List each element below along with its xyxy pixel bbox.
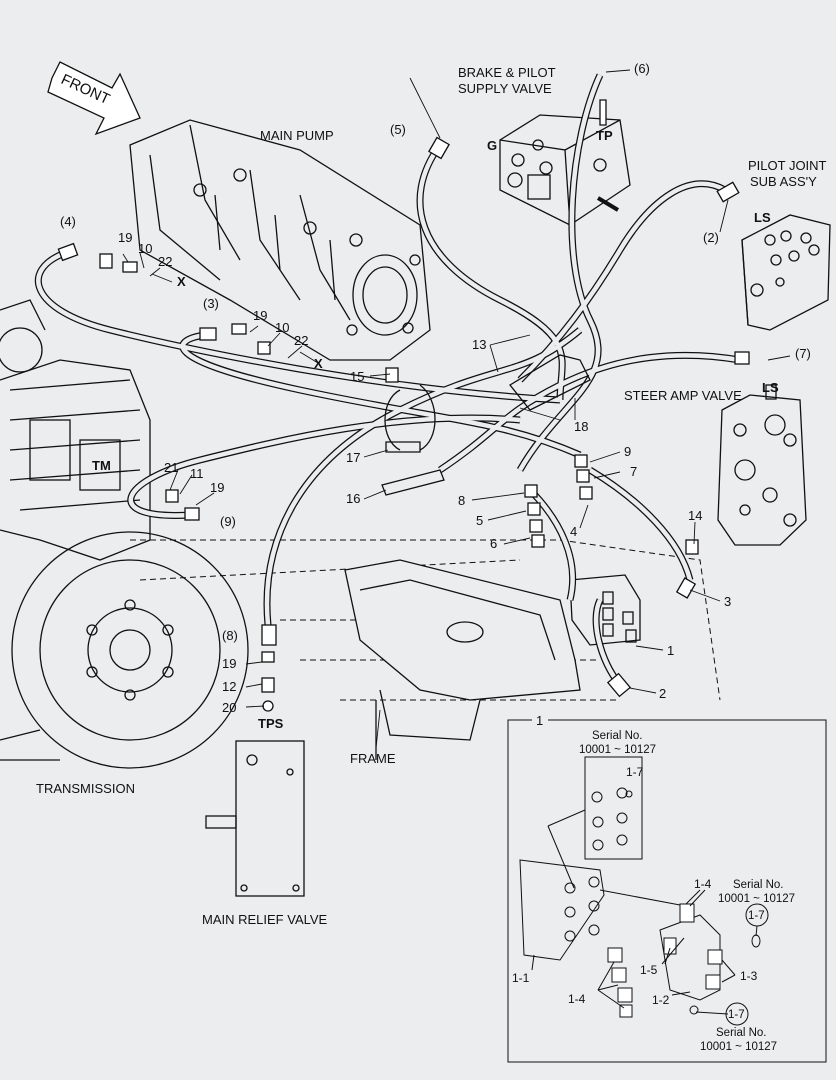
front-arrow — [47, 61, 141, 136]
item-18: 18 — [574, 419, 588, 434]
item-1: 1 — [667, 643, 674, 658]
callout-3: (3) — [203, 296, 219, 311]
inset-number: 1 — [536, 713, 543, 728]
port-tp-label: TP — [596, 128, 613, 143]
item-19d: 19 — [222, 656, 236, 671]
callout-8: (8) — [222, 628, 238, 643]
item-22a: 22 — [158, 254, 172, 269]
inset-serial-range-b: 10001 ~ 10127 — [718, 893, 795, 905]
item-10a: 10 — [138, 241, 152, 256]
port-tm-label: TM — [92, 458, 111, 473]
inset-label-1-1: 1-1 — [512, 971, 530, 985]
main-pump-label: MAIN PUMP — [260, 128, 334, 143]
inset-label-1-7c: 1-7 — [728, 1009, 745, 1021]
item-8: 8 — [458, 493, 465, 508]
inset-serial-label-b: Serial No. — [733, 879, 784, 891]
item-5: 5 — [476, 513, 483, 528]
manifold-block — [569, 574, 641, 646]
callout-7: (7) — [795, 346, 811, 361]
item-16: 16 — [346, 491, 360, 506]
inset-serial-label-c: Serial No. — [716, 1027, 767, 1039]
port-g-label: G — [487, 138, 497, 153]
steer-amp-valve — [717, 384, 807, 546]
callout-6: (6) — [634, 61, 650, 76]
inset-serial-label-a: Serial No. — [592, 730, 643, 742]
frame-label: FRAME — [350, 751, 396, 766]
inset-label-1-2: 1-2 — [652, 993, 670, 1007]
item-22b: 22 — [294, 333, 308, 348]
steer-amp-label: STEER AMP VALVE — [624, 388, 742, 403]
item-12: 12 — [222, 679, 236, 694]
pilot-joint-label-line2: SUB ASS'Y — [750, 174, 817, 189]
item-11: 11 — [190, 466, 204, 481]
item-10b: 10 — [275, 320, 289, 335]
fittings — [57, 136, 750, 712]
frame-block — [344, 559, 581, 760]
inset-label-1-3: 1-3 — [740, 969, 758, 983]
detail-inset — [507, 719, 827, 1063]
leader-lines — [122, 69, 791, 749]
inset-label-1-5: 1-5 — [640, 963, 658, 977]
item-15: 15 — [350, 369, 364, 384]
item-7: 7 — [630, 464, 637, 479]
item-21: 21 — [164, 460, 178, 475]
brake-pilot-supply-valve — [499, 99, 631, 226]
port-ls-steer-label: LS — [762, 380, 779, 395]
main-relief-label: MAIN RELIEF VALVE — [202, 912, 328, 927]
inset-label-1-7a: 1-7 — [626, 765, 644, 779]
inset-label-1-4b: 1-4 — [568, 992, 586, 1006]
inset-label-1-7b: 1-7 — [748, 910, 765, 922]
item-4: 4 — [570, 524, 577, 539]
item-17: 17 — [346, 450, 360, 465]
callout-4: (4) — [60, 214, 76, 229]
callout-2: (2) — [703, 230, 719, 245]
transmission-body — [0, 299, 249, 769]
port-x1-label: X — [177, 274, 186, 289]
item-2: 2 — [659, 686, 666, 701]
item-3: 3 — [724, 594, 731, 609]
item-6: 6 — [490, 536, 497, 551]
main-relief-valve — [205, 740, 305, 897]
port-tps-label: TPS — [258, 716, 284, 731]
main-pump-body — [129, 119, 431, 361]
item-19c: 19 — [210, 480, 224, 495]
item-14: 14 — [688, 508, 702, 523]
transmission-label: TRANSMISSION — [36, 781, 135, 796]
item-13: 13 — [472, 337, 486, 352]
item-19b: 19 — [253, 308, 267, 323]
item-19a: 19 — [118, 230, 132, 245]
port-ls-pilot-label: LS — [754, 210, 771, 225]
brake-pilot-label-line1: BRAKE & PILOT — [458, 65, 556, 80]
inset-serial-range-a: 10001 ~ 10127 — [579, 744, 656, 756]
item-20: 20 — [222, 700, 236, 715]
callout-9: (9) — [220, 514, 236, 529]
pilot-joint-label-line1: PILOT JOINT — [748, 158, 827, 173]
inset-label-1-4a: 1-4 — [694, 877, 712, 891]
port-x2-label: X — [314, 356, 323, 371]
hose-clamps — [381, 354, 591, 496]
inset-serial-range-c: 10001 ~ 10127 — [700, 1041, 777, 1053]
item-9: 9 — [624, 444, 631, 459]
brake-pilot-label-line2: SUPPLY VALVE — [458, 81, 552, 96]
pilot-joint-sub-assy — [741, 214, 831, 331]
callout-5: (5) — [390, 122, 406, 137]
